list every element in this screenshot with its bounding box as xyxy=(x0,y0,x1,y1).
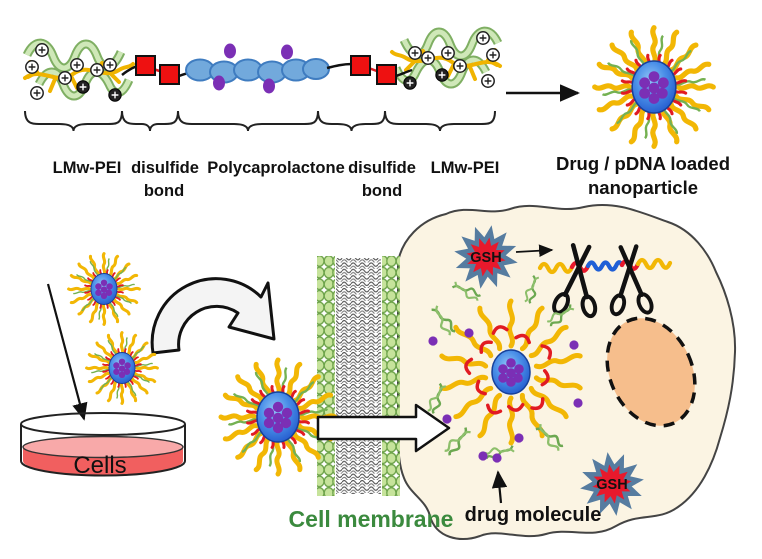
small-nanoparticle xyxy=(69,254,140,325)
cell-membrane-label: Cell membrane xyxy=(289,506,454,532)
membrane-crossing-arrow xyxy=(316,403,451,453)
label-product-2: nanoparticle xyxy=(588,177,698,198)
drug-pointer-arrow xyxy=(491,470,508,504)
free-drug-dots xyxy=(428,328,583,463)
label-pcl: Polycaprolactone xyxy=(207,159,345,177)
pei-cluster-left xyxy=(25,43,133,101)
copolymer-chain: LMw-PEI disulfide bond Polycaprolactone … xyxy=(25,31,500,200)
petri-dish-icon: Cells xyxy=(20,412,186,479)
label-disulfide-right-2: bond xyxy=(362,182,402,200)
membrane-bilayer-icon xyxy=(317,256,400,496)
disulfide-square-icon xyxy=(350,55,371,76)
brace xyxy=(24,110,496,132)
pei-cluster-right xyxy=(392,31,500,89)
released-nanoparticle xyxy=(441,301,580,443)
gsh-label-bottom: GSH xyxy=(596,477,627,493)
disulfide-square-icon xyxy=(159,64,180,85)
label-disulfide-left: disulfide xyxy=(131,159,199,177)
loaded-nanoparticle xyxy=(595,28,714,147)
label-disulfide-left-2: bond xyxy=(144,182,184,200)
label-disulfide-right: disulfide xyxy=(348,159,416,177)
label-pei-right: LMw-PEI xyxy=(431,159,500,177)
label-pei-left: LMw-PEI xyxy=(53,159,122,177)
gsh-label-top: GSH xyxy=(470,250,501,266)
seeding-arrow xyxy=(46,283,88,421)
disulfide-square-icon xyxy=(135,55,156,76)
drug-dot-icon xyxy=(213,43,293,94)
disulfide-square-icon xyxy=(376,64,397,85)
cells-label: Cells xyxy=(73,452,126,479)
gsh-cleavage-arrow xyxy=(515,244,554,258)
nucleus-icon xyxy=(605,316,697,428)
label-product-1: Drug / pDNA loaded xyxy=(556,153,730,174)
small-nanoparticle xyxy=(87,333,158,404)
pcl-bead-chain xyxy=(185,58,330,84)
drug-molecule-label: drug molecule xyxy=(465,504,602,526)
curved-arrow-icon xyxy=(150,277,276,355)
